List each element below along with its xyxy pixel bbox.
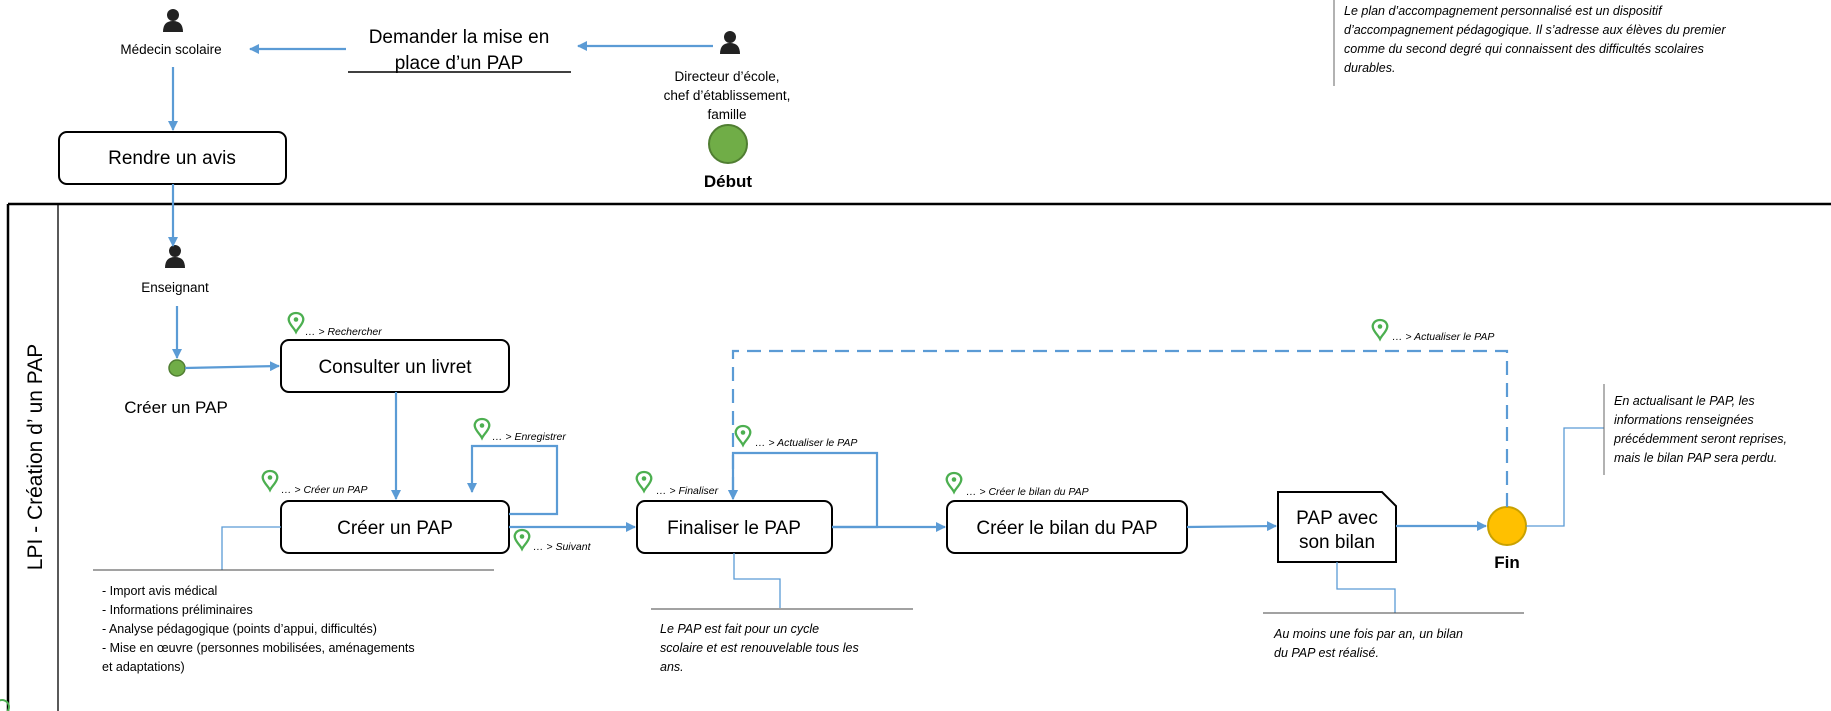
note-cycle-line-3: ans. bbox=[660, 660, 684, 674]
note-actualiser-line-4: mais le bilan PAP sera perdu. bbox=[1614, 451, 1777, 465]
map-pin-icon bbox=[513, 528, 531, 551]
note-top-right-line-2: d’accompagnement pédagogique. Il s’adres… bbox=[1344, 23, 1726, 37]
person-icon bbox=[720, 31, 740, 54]
pin-enregistrer: … > Enregistrer bbox=[473, 417, 566, 443]
map-pin-icon bbox=[635, 470, 653, 493]
note-actualiser-line-2: informations renseignées bbox=[1614, 413, 1754, 427]
pin-enregistrer-label: … > Enregistrer bbox=[492, 431, 566, 443]
task-creer-bilan-label: Créer le bilan du PAP bbox=[976, 518, 1157, 539]
person-icon bbox=[163, 9, 183, 32]
map-pin-icon bbox=[1371, 318, 1389, 341]
sub-start-circle bbox=[168, 359, 186, 377]
actor-medecin-label: Médecin scolaire bbox=[120, 42, 221, 57]
task-consulter-label: Consulter un livret bbox=[318, 357, 472, 378]
pin-creer-pap: … > Créer un PAP bbox=[261, 469, 367, 496]
note-actualiser-line-1: En actualisant le PAP, les bbox=[1614, 394, 1755, 408]
task-demander-line-2: place d’un PAP bbox=[395, 53, 524, 74]
pin-creer-pap-label: … > Créer un PAP bbox=[281, 484, 367, 496]
note-cycle-line-2: scolaire et est renouvelable tous les bbox=[660, 641, 859, 655]
pin-actualiser-2: … > Actualiser le PAP bbox=[1371, 318, 1494, 343]
pin-actualiser-2-label: … > Actualiser le PAP bbox=[1392, 331, 1494, 343]
task-consulter-livret: Consulter un livret bbox=[280, 339, 510, 393]
task-creer-pap: Créer un PAP bbox=[280, 500, 510, 554]
start-label: Début bbox=[704, 172, 753, 191]
actor-enseignant-label: Enseignant bbox=[141, 280, 209, 295]
task-demander-pap: Demander la mise en place d’un PAP bbox=[348, 27, 571, 74]
note-top-right-line-3: comme du second degré qui connaissent de… bbox=[1344, 42, 1704, 56]
note-top-right-line-4: durables. bbox=[1344, 61, 1395, 75]
person-icon bbox=[165, 245, 185, 268]
end-label: Fin bbox=[1494, 553, 1520, 572]
document-line-1: PAP avec bbox=[1296, 508, 1378, 529]
flow-end-to-finaliser-dashed bbox=[728, 349, 1509, 507]
sub-start-label: Créer un PAP bbox=[124, 398, 228, 417]
pin-creer-bilan: … > Créer le bilan du PAP bbox=[945, 471, 1089, 498]
note-bilan: Au moins une fois par an, un bilan du PA… bbox=[1273, 627, 1463, 660]
pin-rechercher: … > Rechercher bbox=[287, 311, 382, 338]
end-event: Fin bbox=[1487, 506, 1527, 572]
pin-finaliser: … > Finaliser bbox=[635, 470, 719, 497]
annotation-connectors bbox=[93, 384, 1605, 614]
creer-detail-5: et adaptations) bbox=[102, 660, 185, 674]
creer-detail-1: - Import avis médical bbox=[102, 584, 217, 598]
pin-suivant-label: … > Suivant bbox=[533, 541, 592, 553]
end-circle bbox=[1487, 506, 1527, 546]
map-pin-icon bbox=[945, 471, 963, 494]
actor-directeur-line-2: chef d’établissement, bbox=[664, 88, 791, 103]
creer-detail-3: - Analyse pédagogique (points d’appui, d… bbox=[102, 622, 377, 636]
start-circle bbox=[708, 124, 748, 164]
note-actualiser: En actualisant le PAP, les informations … bbox=[1613, 394, 1787, 465]
document-pap-bilan: PAP avec son bilan bbox=[1277, 491, 1397, 563]
connector-cycle-note bbox=[733, 553, 781, 608]
flow-enregistrer-loop bbox=[467, 444, 559, 516]
actor-directeur: Directeur d’école, chef d’établissement,… bbox=[664, 31, 791, 122]
connector-actualiser-note bbox=[1526, 427, 1604, 527]
task-creer-bilan: Créer le bilan du PAP bbox=[946, 500, 1188, 554]
partial-pin-icon bbox=[0, 699, 10, 711]
task-rendre-avis-label: Rendre un avis bbox=[108, 148, 236, 169]
pin-creer-bilan-label: … > Créer le bilan du PAP bbox=[966, 486, 1089, 498]
flow-start-to-consulter bbox=[184, 361, 280, 372]
connector-creer-details bbox=[221, 526, 281, 570]
pin-actualiser-1-label: … > Actualiser le PAP bbox=[755, 437, 857, 449]
map-pin-icon bbox=[734, 424, 752, 447]
flow-bilan-to-document bbox=[1186, 521, 1277, 532]
actor-directeur-line-3: famille bbox=[707, 107, 746, 122]
map-pin-icon bbox=[473, 417, 491, 440]
note-top-right-line-1: Le plan d’accompagnement personnalisé es… bbox=[1344, 4, 1663, 18]
pin-actualiser-1: … > Actualiser le PAP bbox=[734, 424, 857, 449]
flows bbox=[168, 41, 1509, 532]
note-bilan-line-1: Au moins une fois par an, un bilan bbox=[1273, 627, 1463, 641]
actor-medecin: Médecin scolaire bbox=[120, 9, 222, 57]
start-event: Début bbox=[704, 124, 753, 191]
task-rendre-avis: Rendre un avis bbox=[58, 131, 287, 185]
note-actualiser-line-3: précédemment seront reprises, bbox=[1613, 432, 1787, 446]
task-demander-line-1: Demander la mise en bbox=[369, 27, 550, 48]
creer-details-list: - Import avis médical - Informations pré… bbox=[102, 584, 415, 674]
document-line-2: son bilan bbox=[1299, 532, 1375, 553]
creer-detail-2: - Informations préliminaires bbox=[102, 603, 253, 617]
note-bilan-line-2: du PAP est réalisé. bbox=[1274, 646, 1379, 660]
note-cycle: Le PAP est fait pour un cycle scolaire e… bbox=[660, 622, 859, 674]
connector-bilan-note bbox=[1336, 562, 1396, 613]
pin-finaliser-label: … > Finaliser bbox=[656, 485, 719, 497]
creer-detail-4: - Mise en œuvre (personnes mobilisées, a… bbox=[102, 641, 415, 655]
document-shape bbox=[1277, 491, 1397, 563]
task-finaliser-label: Finaliser le PAP bbox=[667, 518, 801, 539]
actor-enseignant: Enseignant bbox=[141, 245, 209, 295]
note-top-right: Le plan d’accompagnement personnalisé es… bbox=[1333, 0, 1726, 86]
pin-suivant: … > Suivant bbox=[513, 528, 592, 553]
lane-label: LPI - Création d’ un PAP bbox=[24, 344, 47, 570]
actor-directeur-line-1: Directeur d’école, bbox=[674, 69, 779, 84]
note-cycle-line-1: Le PAP est fait pour un cycle bbox=[660, 622, 819, 636]
map-pin-icon bbox=[261, 469, 279, 492]
task-finaliser-pap: Finaliser le PAP bbox=[636, 500, 833, 554]
pin-rechercher-label: … > Rechercher bbox=[305, 326, 382, 338]
swimlane: LPI - Création d’ un PAP bbox=[6, 202, 1831, 711]
sub-start: Créer un PAP bbox=[124, 359, 228, 417]
map-pin-icon bbox=[287, 311, 305, 334]
task-creer-label: Créer un PAP bbox=[337, 518, 453, 539]
